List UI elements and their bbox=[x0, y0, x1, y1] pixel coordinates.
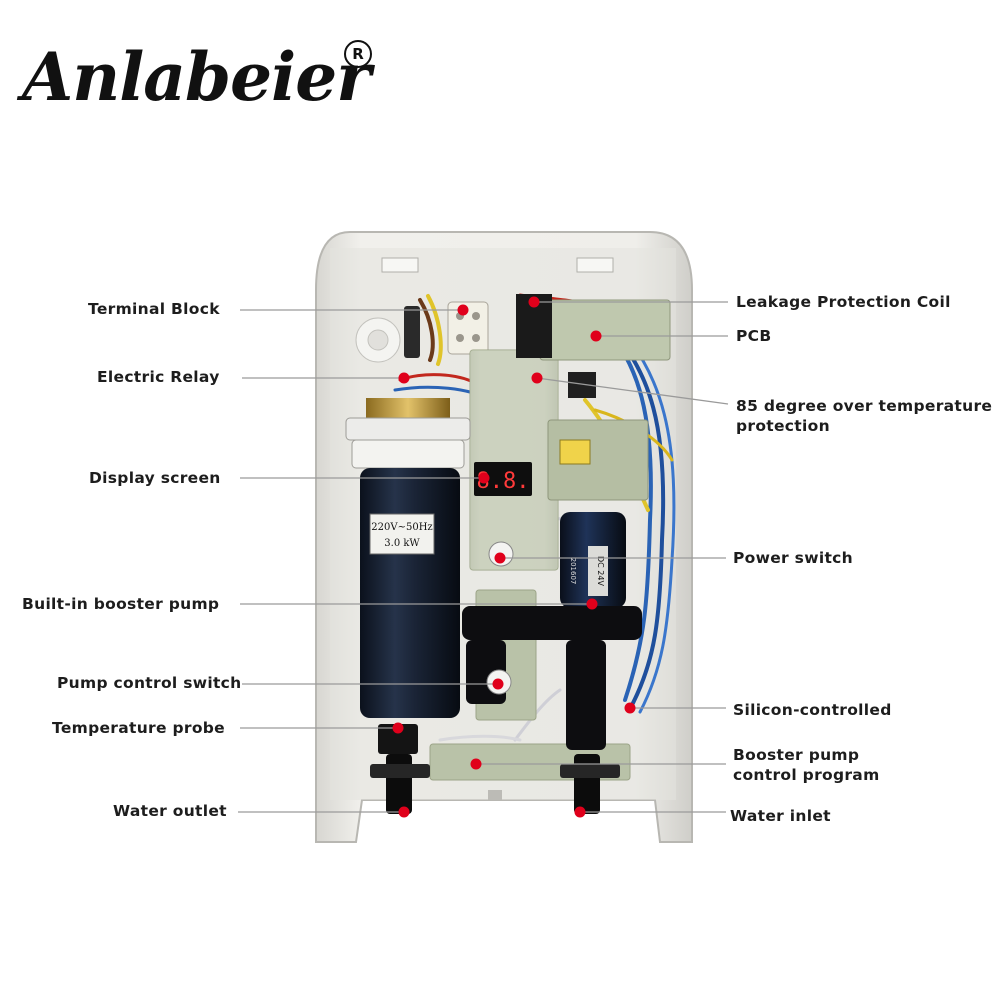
registered-mark: R bbox=[344, 40, 372, 68]
pump-voltage-label: DC 24V bbox=[596, 556, 605, 586]
marker-booster-program bbox=[470, 758, 482, 770]
label-booster-pump: Built-in booster pump bbox=[22, 595, 220, 613]
label-over-temp-line1: 85 degree over temperature bbox=[736, 397, 993, 415]
heater-rating-line2: 3.0 kW bbox=[384, 538, 420, 549]
label-pump-control-switch: Pump control switch bbox=[57, 674, 242, 692]
leader-lines bbox=[238, 301, 729, 813]
marker-booster-pump bbox=[586, 598, 598, 610]
marker-silicon bbox=[624, 702, 636, 714]
leader-over-temp bbox=[536, 377, 729, 405]
marker-leakage-coil bbox=[528, 296, 540, 308]
label-booster-program-line1: Booster pump bbox=[733, 746, 860, 764]
marker-water-outlet bbox=[398, 806, 410, 818]
marker-power-switch bbox=[494, 552, 506, 564]
label-temperature-probe: Temperature probe bbox=[52, 719, 225, 737]
label-water-inlet: Water inlet bbox=[730, 807, 831, 825]
label-leakage-coil: Leakage Protection Coil bbox=[736, 293, 951, 311]
marker-terminal-block bbox=[457, 304, 469, 316]
label-silicon-controlled: Silicon-controlled bbox=[733, 701, 892, 719]
heater-rating-line1: 220V~50Hz bbox=[371, 522, 432, 533]
wiring bbox=[393, 293, 676, 742]
label-pcb: PCB bbox=[736, 327, 772, 345]
marker-temperature-probe bbox=[392, 722, 404, 734]
label-booster-program-line2: control program bbox=[733, 766, 880, 784]
label-over-temp-line2: protection bbox=[736, 417, 830, 435]
markers bbox=[392, 296, 636, 818]
brand-logo: Anlabeier R bbox=[22, 22, 382, 132]
pump-code-label: 201607 bbox=[569, 558, 577, 585]
label-terminal-block: Terminal Block bbox=[88, 300, 220, 318]
marker-electric-relay bbox=[398, 372, 410, 384]
terminal-block-part bbox=[404, 301, 489, 358]
label-electric-relay: Electric Relay bbox=[97, 368, 220, 386]
label-power-switch: Power switch bbox=[733, 549, 853, 567]
marker-water-inlet bbox=[574, 806, 586, 818]
heater-tank: 220V~50Hz 3.0 kW bbox=[345, 398, 471, 718]
marker-pcb bbox=[590, 330, 602, 342]
pipes bbox=[370, 724, 620, 814]
marker-over-temp bbox=[531, 372, 543, 384]
marker-display-screen bbox=[478, 472, 490, 484]
marker-pump-control bbox=[492, 678, 504, 690]
label-water-outlet: Water outlet bbox=[113, 802, 227, 820]
label-display-screen: Display screen bbox=[89, 469, 221, 487]
brand-name: Anlabeier bbox=[22, 38, 371, 116]
